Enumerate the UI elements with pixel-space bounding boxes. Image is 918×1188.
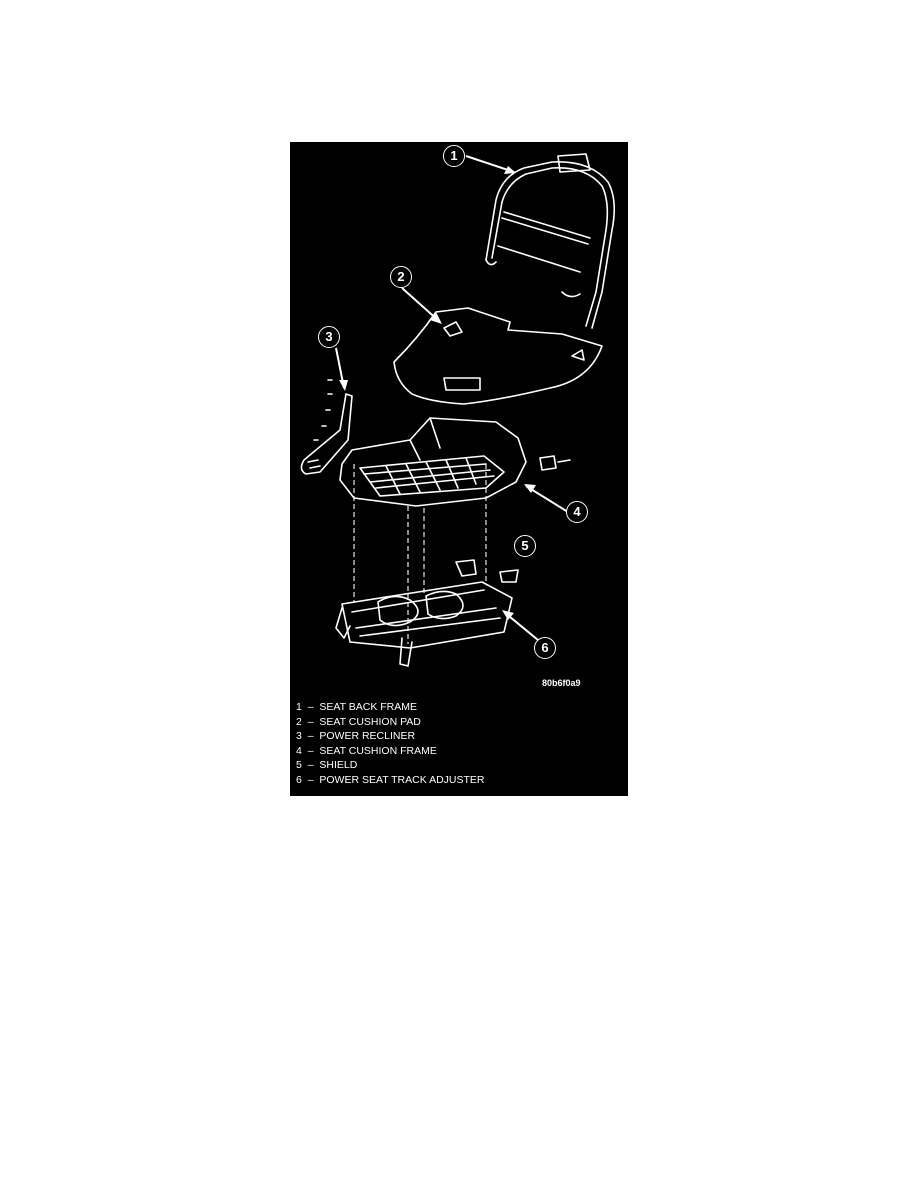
legend-item: 4 – SEAT CUSHION FRAME <box>296 744 437 757</box>
callout-3: 3 <box>318 326 340 348</box>
leader-arrowheads <box>339 166 536 620</box>
callout-2: 2 <box>390 266 412 288</box>
legend-item: 1 – SEAT BACK FRAME <box>296 701 418 713</box>
shield-drawing <box>455 559 519 583</box>
figure-reference-code: 80b6f0a9 <box>542 678 581 688</box>
seat-cushion-pad-drawing <box>393 307 603 405</box>
seat-back-frame-drawing <box>485 153 616 329</box>
diagram-artwork <box>300 153 616 667</box>
power-seat-track-adjuster-drawing <box>335 581 513 667</box>
power-recliner-drawing <box>300 379 353 475</box>
legend-item: 3 – POWER RECLINER <box>296 730 416 743</box>
legend-item: 5 – SHIELD <box>296 759 358 772</box>
alignment-lines <box>353 464 487 644</box>
exploded-seat-diagram: 1 2 3 4 5 6 80b6f0a9 1 – SEAT BACK FRAME… <box>290 142 628 796</box>
legend-item: 6 – POWER SEAT TRACK ADJUSTER <box>296 773 485 786</box>
callout-4: 4 <box>566 501 588 523</box>
legend-item: 2 – SEAT CUSHION PAD <box>296 715 421 728</box>
callout-5: 5 <box>514 535 536 557</box>
callout-1: 1 <box>443 145 465 167</box>
leader-lines <box>335 155 569 641</box>
parts-legend: 1 – SEAT BACK FRAME 2 – SEAT CUSHION PAD… <box>296 700 485 788</box>
callout-6: 6 <box>534 637 556 659</box>
